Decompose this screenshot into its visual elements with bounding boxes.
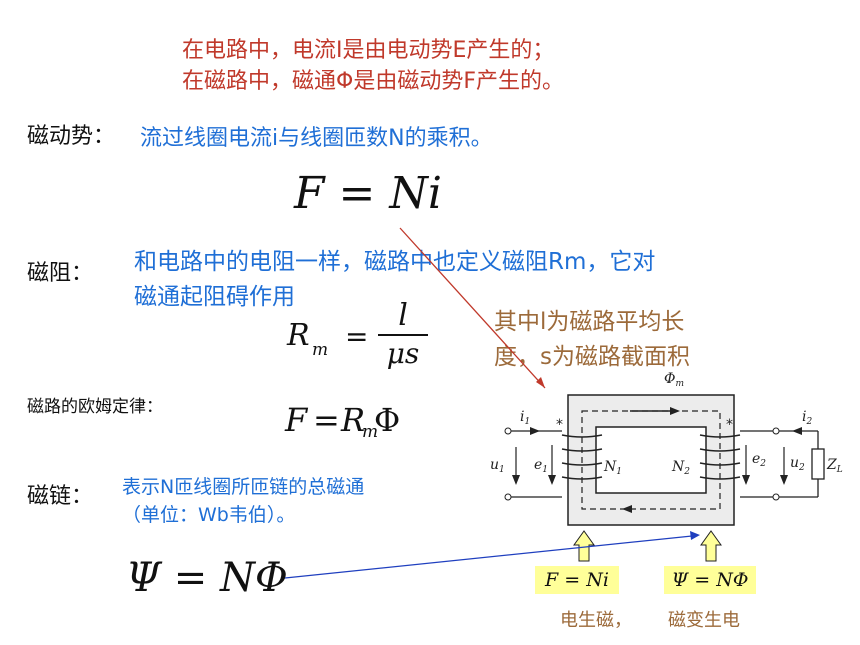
phi-m-label: Φ [664,371,675,387]
primary-coil [561,434,603,480]
svg-text:i1: i1 [520,409,530,427]
ohm-R-subscript: m [362,422,379,442]
linkage-formula: Ψ = NΦ [126,555,288,601]
N1-subscript: 1 [616,467,622,477]
i1-arrow [530,427,540,435]
hollow-arrow-right [700,530,722,562]
u2-label: u [790,455,799,471]
u2-arrow-head [780,475,788,485]
primary-terminal-top [504,427,512,435]
u1-label: u [490,457,499,473]
flux-arrow-top [670,407,680,415]
u1-subscript: 1 [499,465,505,475]
caption-magnetism-to-electricity: 磁变生电 [668,610,740,631]
e2-subscript: 2 [759,459,766,469]
u1-arrow-head [512,475,520,485]
secondary-terminal-bottom [772,493,780,501]
N2-subscript: 2 [683,467,690,477]
i2-subscript: 2 [805,417,812,427]
ohm-phi: Φ [374,401,401,439]
reluctance-fraction: l μs [378,298,428,372]
svg-text:i2: i2 [802,409,812,427]
svg-text:N1: N1 [603,459,622,477]
intro-line-2: 在磁路中，磁通Φ是由磁动势F产生的。 [182,69,564,94]
e1-subscript: 1 [542,465,548,475]
ZL-subscript: L [836,465,843,475]
mmf-label: 磁动势： [27,124,116,149]
reluctance-denominator: μs [386,337,420,370]
reluctance-label: 磁阻： [27,261,94,286]
secondary-coil [699,434,741,480]
core [567,394,735,526]
i2-label: i [802,409,806,425]
N1-label: N [603,459,617,475]
N2-label: N [671,459,685,475]
svg-text:u2: u2 [790,455,805,473]
ohm-F: F [285,401,308,439]
reluctance-description-2: 磁通起阻碍作用 [134,284,295,310]
e1-label: e [534,457,542,473]
e2-arrow-head [742,475,750,485]
flux-path [581,410,721,510]
linkage-label: 磁链： [27,484,94,509]
i1-subscript: 1 [524,417,530,427]
u2-subscript: 2 [798,463,805,473]
reluctance-equals: = [345,320,369,353]
reluctance-R: R [287,318,310,353]
primary-terminal-bottom [504,493,512,501]
secondary-dot-marker: * [726,417,733,433]
linkage-description-1: 表示N匝线圈所匝链的总磁通 [122,476,365,498]
svg-text:e2: e2 [752,451,766,469]
load-resistor [811,448,825,480]
mmf-highlight-box: F = Ni [535,566,619,594]
intro-line-1: 在电路中，电流I是由电动势E产生的； [182,38,555,63]
ohm-equals: = [313,401,340,439]
reluctance-R-subscript: m [312,340,329,360]
svg-text:u1: u1 [490,457,505,475]
e2-label: e [752,451,760,467]
i1-label: i [520,409,524,425]
phi-m-subscript: m [675,379,684,389]
primary-dot-marker: * [556,417,563,433]
linkage-highlight-box: Ψ = NΦ [664,566,756,594]
ZL-label: Z [826,457,837,473]
mmf-description: 流过线圈电流i与线圈匝数N的乘积。 [140,126,493,151]
i2-arrow [792,427,802,435]
svg-text:ZL: ZL [826,457,843,475]
hollow-arrow-left [573,530,595,562]
mmf-formula: F = Ni [294,168,442,219]
linkage-description-2: （单位：Wb韦伯）。 [122,504,296,526]
ohm-law-label: 磁路的欧姆定律： [27,397,163,417]
core-window [595,426,707,494]
e1-arrow-head [548,475,556,485]
reluctance-note-1: 其中l为磁路平均长 [494,309,685,335]
secondary-terminal-top [772,427,780,435]
svg-text:e1: e1 [534,457,548,475]
ohm-R: R [341,401,366,439]
svg-text:Φm: Φm [664,371,684,389]
reluctance-description-1: 和电路中的电阻一样，磁路中也定义磁阻Rm，它对 [134,249,656,275]
reluctance-numerator: l [398,298,408,333]
svg-text:N2: N2 [671,459,690,477]
caption-electricity-to-magnetism: 电生磁， [560,610,632,631]
flux-arrow-bottom [622,505,632,513]
transformer-diagram: Φm i1 u1 e1 N1 N2 e2 u2 i2 ZL * * [490,371,843,562]
